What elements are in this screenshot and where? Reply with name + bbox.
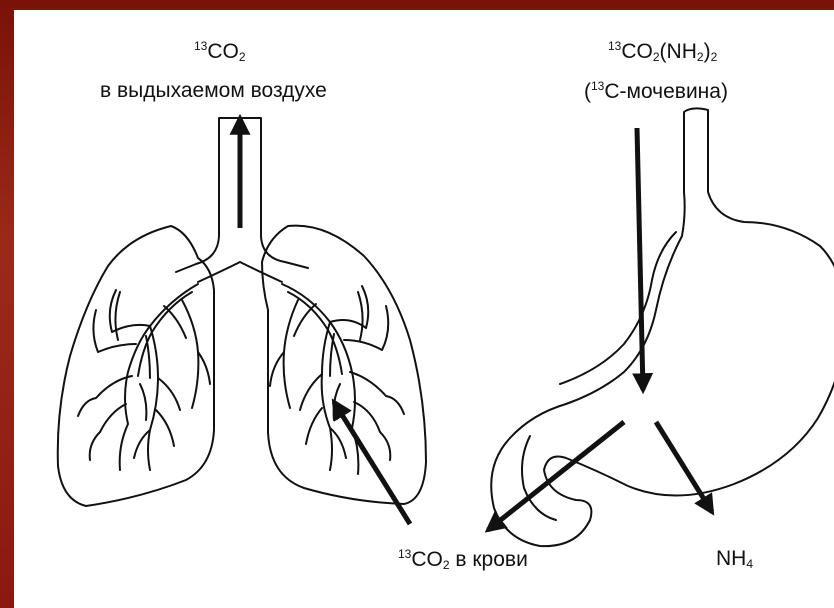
exhaled-co2-label: 13CO2 [194, 40, 246, 63]
exhaled-air-label: в выдыхаемом воздухе [100, 80, 327, 101]
ammonia-label: NH4 [716, 548, 753, 570]
urea-name-label: (13C-мочевина) [584, 80, 728, 102]
urea-formula-label: 13CO2(NH2)2 [608, 40, 717, 63]
blood-co2-label: 13CO2 в крови [398, 548, 528, 571]
